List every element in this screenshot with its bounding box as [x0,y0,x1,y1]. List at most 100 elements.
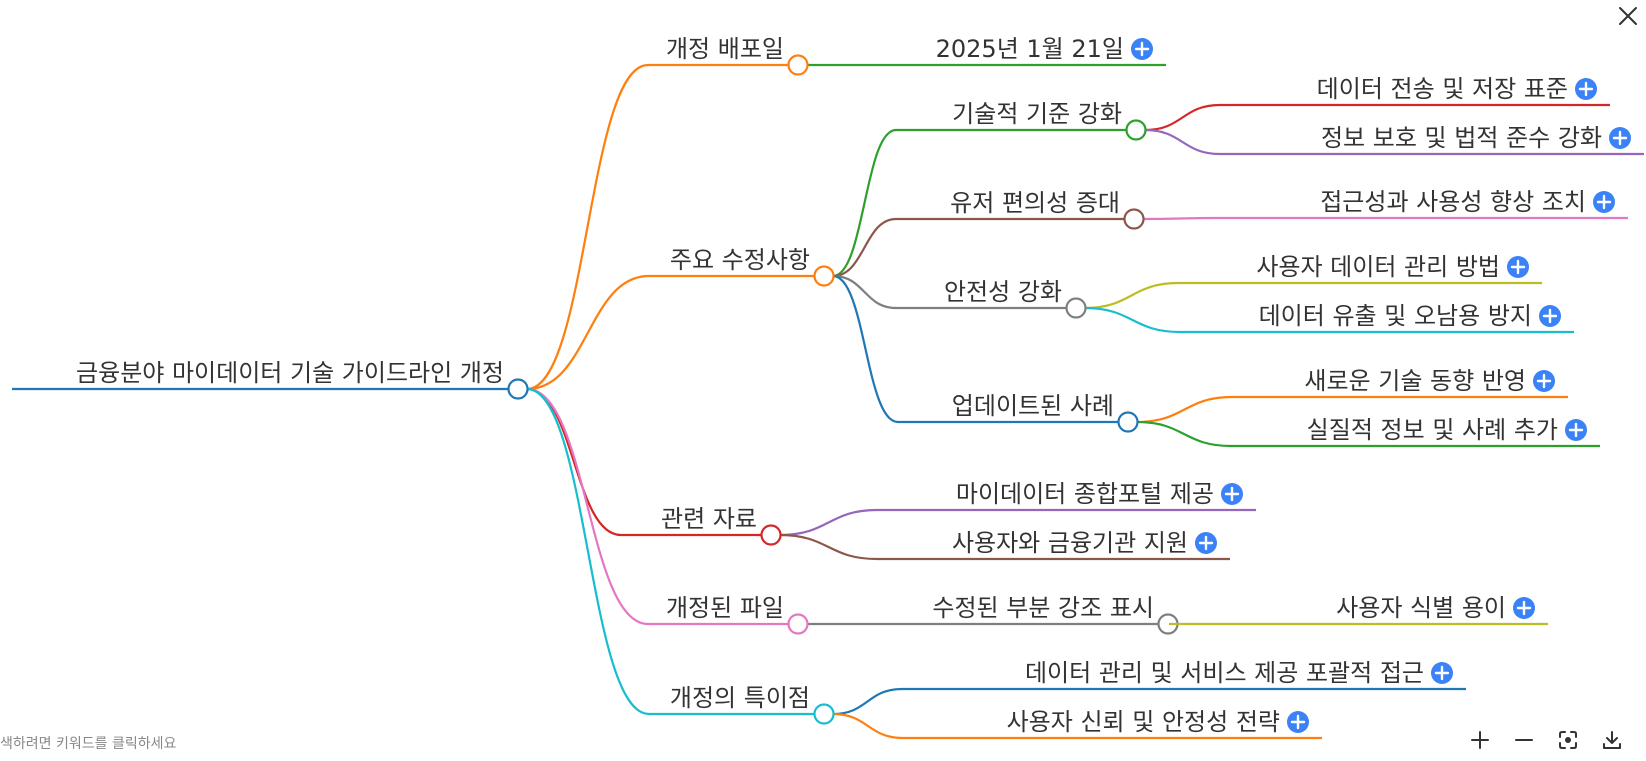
expand-plus-icon[interactable] [1513,597,1535,619]
mindmap-link [526,387,649,626]
node-label: 안전성 강화 [944,278,1062,306]
expand-plus-icon[interactable] [1195,532,1217,554]
node-label: 데이터 유출 및 오남용 방지 [1259,302,1532,330]
mindmap-node[interactable]: 데이터 전송 및 저장 표준 [1220,75,1610,107]
mindmap-link [1084,306,1181,334]
download-button[interactable] [1594,724,1630,756]
mindmap-link [526,387,650,716]
zoom-toolbar [1462,724,1630,756]
mindmap-node[interactable]: 관련 자료 [621,505,782,546]
mindmap-link [832,217,897,278]
mindmap-node[interactable]: 금융분야 마이데이터 기술 가이드라인 개정 [12,359,529,400]
collapse-toggle[interactable] [787,613,809,635]
zoom-out-icon [1515,739,1533,741]
expand-plus-icon[interactable] [1533,370,1555,392]
expand-plus-icon[interactable] [1575,78,1597,100]
expand-plus-icon[interactable] [1221,483,1243,505]
node-label: 데이터 관리 및 서비스 제공 포괄적 접근 [1025,659,1424,687]
node-label: 사용자 데이터 관리 방법 [1256,253,1500,281]
node-label: 사용자와 금융기관 지원 [952,529,1188,557]
mindmap-node[interactable]: 사용자 데이터 관리 방법 [1178,253,1542,285]
node-label: 2025년 1월 21일 [936,35,1124,63]
collapse-toggle[interactable] [787,54,809,76]
expand-plus-icon[interactable] [1507,256,1529,278]
node-label: 정보 보호 및 법적 준수 강화 [1321,124,1602,152]
node-label: 금융분야 마이데이터 기술 가이드라인 개정 [76,359,504,387]
mindmap-node[interactable]: 마이데이터 종합포털 제공 [877,480,1256,512]
mindmap-node[interactable]: 개정의 특이점 [649,684,835,725]
collapse-toggle[interactable] [760,524,782,546]
fit-screen-icon [1559,731,1577,749]
mindmap-link [832,128,897,278]
mindmap-link [526,63,649,391]
mindmap-link [1142,216,1219,221]
zoom-out-button[interactable] [1506,724,1542,756]
mindmap-node[interactable]: 개정된 파일 [648,594,809,635]
mindmap-link [1084,281,1179,310]
node-label: 수정된 부분 강조 표시 [932,594,1154,622]
mindmap-link [832,712,904,740]
expand-plus-icon[interactable] [1287,711,1309,733]
expand-plus-icon[interactable] [1593,191,1615,213]
expand-plus-icon[interactable] [1131,38,1153,60]
mindmap-node[interactable]: 안전성 강화 [896,278,1087,319]
mindmap-link [1136,395,1233,424]
node-label: 접근성과 사용성 향상 조치 [1320,188,1586,216]
mindmap-node[interactable]: 실질적 정보 및 사례 추가 [1231,416,1600,448]
mindmap-link [832,274,897,310]
mindmap-node[interactable]: 개정 배포일 [648,35,809,76]
collapse-toggle[interactable] [1125,119,1147,141]
mindmap-node[interactable]: 사용자 식별 용이 [1169,594,1548,626]
mindmap-node[interactable]: 업데이트된 사례 [898,392,1139,433]
node-label: 업데이트된 사례 [952,392,1114,420]
mindmap-link [1144,103,1221,132]
zoom-in-button[interactable] [1462,724,1498,756]
mindmap-link [832,274,899,424]
collapse-toggle[interactable] [813,265,835,287]
fit-screen-button[interactable] [1550,724,1586,756]
collapse-toggle[interactable] [813,703,835,725]
mindmap-node[interactable]: 데이터 관리 및 서비스 제공 포괄적 접근 [902,659,1466,691]
node-label: 관련 자료 [661,505,757,533]
mindmap-node[interactable]: 기술적 기준 강화 [896,100,1147,141]
mindmap-link [779,508,878,537]
mindmap-node[interactable]: 새로운 기술 동향 반영 [1232,367,1568,399]
mindmap-nodes: 금융분야 마이데이터 기술 가이드라인 개정 개정 배포일 2025년 1월 21일… [12,35,1644,740]
node-label: 데이터 전송 및 저장 표준 [1317,75,1568,103]
mindmap-node[interactable]: 수정된 부분 강조 표시 [878,594,1179,635]
node-label: 사용자 식별 용이 [1336,594,1506,622]
node-label: 유저 편의성 증대 [950,189,1120,217]
node-label: 새로운 기술 동향 반영 [1304,367,1526,395]
mindmap-node[interactable]: 사용자와 금융기관 지원 [877,529,1230,561]
mindmap-node[interactable]: 정보 보호 및 법적 준수 강화 [1220,124,1644,156]
node-label: 사용자 신뢰 및 안정성 전략 [1007,708,1280,736]
mindmap-node[interactable]: 주요 수정사항 [649,246,835,287]
mindmap-node[interactable]: 2025년 1월 21일 [887,35,1166,67]
node-label: 개정된 파일 [666,594,784,622]
mindmap-node[interactable]: 사용자 신뢰 및 안정성 전략 [903,708,1322,740]
mindmap-node[interactable]: 유저 편의성 증대 [896,189,1145,230]
mindmap-node[interactable]: 접근성과 사용성 향상 조치 [1218,188,1628,220]
close-icon [1619,7,1637,25]
collapse-toggle[interactable] [1117,411,1139,433]
node-label: 주요 수정사항 [670,246,810,274]
collapse-toggle[interactable] [507,378,529,400]
close-button[interactable] [1614,2,1642,30]
mindmap-node[interactable]: 데이터 유출 및 오남용 방지 [1180,302,1574,334]
node-label: 마이데이터 종합포털 제공 [956,480,1214,508]
collapse-toggle[interactable] [1123,208,1145,230]
expand-plus-icon[interactable] [1539,305,1561,327]
collapse-toggle[interactable] [1065,297,1087,319]
mindmap-link [526,274,650,391]
expand-plus-icon[interactable] [1431,662,1453,684]
download-icon [1603,731,1621,749]
mindmap-link [1144,128,1221,156]
mindmap-link [832,687,903,716]
expand-plus-icon[interactable] [1565,419,1587,441]
node-label: 실질적 정보 및 사례 추가 [1307,416,1558,444]
mindmap-link [1136,420,1232,448]
footer-hint: 색하려면 키워드를 클릭하세요 [0,736,177,752]
expand-plus-icon[interactable] [1609,127,1631,149]
node-label: 기술적 기준 강화 [952,100,1122,128]
